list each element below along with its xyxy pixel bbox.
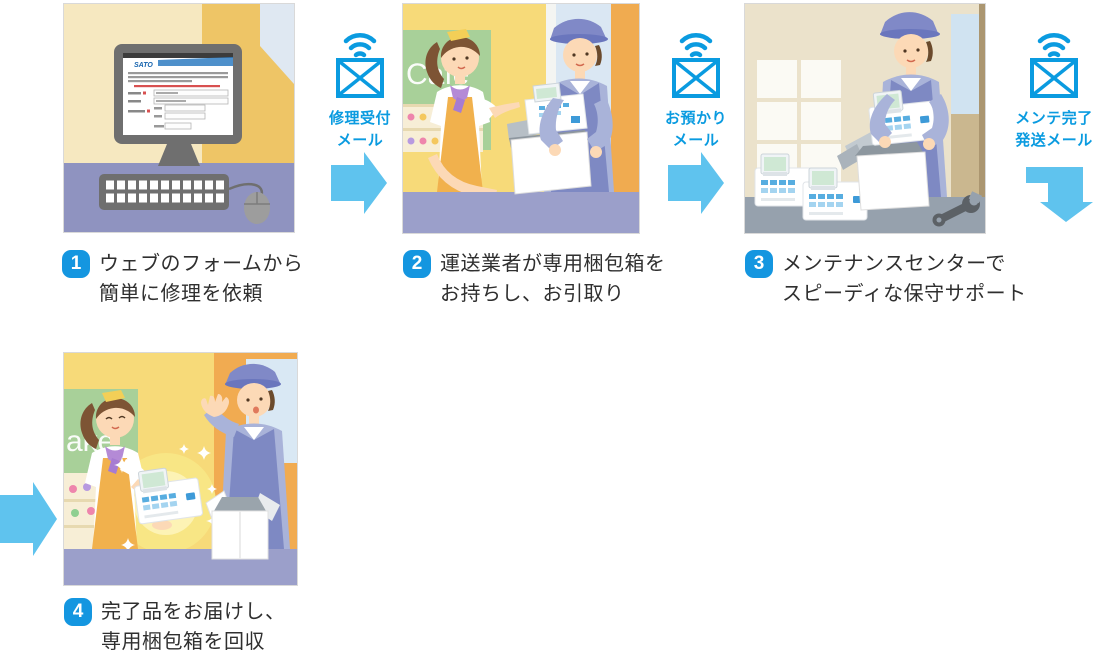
step-number-badge: 3 [745, 250, 773, 278]
arrow-right-icon [668, 152, 724, 214]
scene-1-web-form-panel: SATO [63, 3, 295, 233]
step-1-caption: 1 ウェブのフォームから 簡単に修理を依頼 [62, 249, 303, 309]
carrier-pickup-illustration: Cafe [403, 4, 639, 233]
counter [403, 192, 639, 233]
arrow-right-icon [331, 152, 387, 214]
computer-mouse [228, 182, 270, 224]
mail-label: お預かり メール [664, 110, 727, 149]
step-caption-text: 運送業者が専用梱包箱を お持ちし、お引取り [440, 253, 666, 305]
wrench-icon [932, 191, 983, 227]
arrow-right-icon [0, 482, 57, 556]
mail-step-maintenance-done: メンテ完了 発送メール [1008, 30, 1100, 152]
mail-step-item-received: お預かり メール [656, 30, 736, 152]
scene-2-pickup-panel: Cafe [402, 3, 640, 234]
scene-4-delivery-panel: ake [63, 352, 298, 586]
step-4-caption: 4 完了品をお届けし、 専用梱包箱を回収 [64, 597, 286, 657]
step-caption-text: メンテナンスセンターで スピーディな保守サポート [782, 253, 1027, 305]
mail-label: 修理受付 メール [328, 110, 391, 149]
mail-step-repair-received: 修理受付 メール [320, 30, 400, 152]
step-number-badge: 4 [64, 598, 92, 626]
delivery-return-illustration: ake [64, 353, 297, 585]
wifi-mail-icon [333, 30, 387, 102]
arrow-turn-down-icon [1026, 167, 1093, 222]
computer-monitor: SATO [114, 44, 242, 166]
step-2-caption: 2 運送業者が専用梱包箱を お持ちし、お引取り [403, 249, 666, 309]
step-number-badge: 1 [62, 250, 90, 278]
mail-label: メンテ完了 発送メール [1015, 110, 1093, 149]
open-packing-box [837, 132, 930, 211]
scene-3-maintenance-panel [744, 3, 986, 234]
empty-packing-box [205, 490, 280, 560]
step-caption-text: ウェブのフォームから 簡単に修理を依頼 [99, 253, 304, 305]
wifi-mail-icon [669, 30, 723, 102]
maintenance-center-illustration [745, 4, 985, 233]
step-3-caption: 3 メンテナンスセンターで スピーディな保守サポート [745, 249, 1027, 309]
keyboard [99, 174, 229, 210]
wifi-mail-icon [1027, 30, 1081, 102]
cafe-worker-woman [425, 29, 520, 199]
web-form-illustration: SATO [64, 4, 294, 232]
technician-arms [869, 94, 949, 150]
step-number-badge: 2 [403, 250, 431, 278]
step-caption-text: 完了品をお届けし、 専用梱包箱を回収 [101, 601, 286, 653]
delivery-man-arms [539, 98, 613, 158]
screen-logo: SATO [134, 62, 153, 69]
